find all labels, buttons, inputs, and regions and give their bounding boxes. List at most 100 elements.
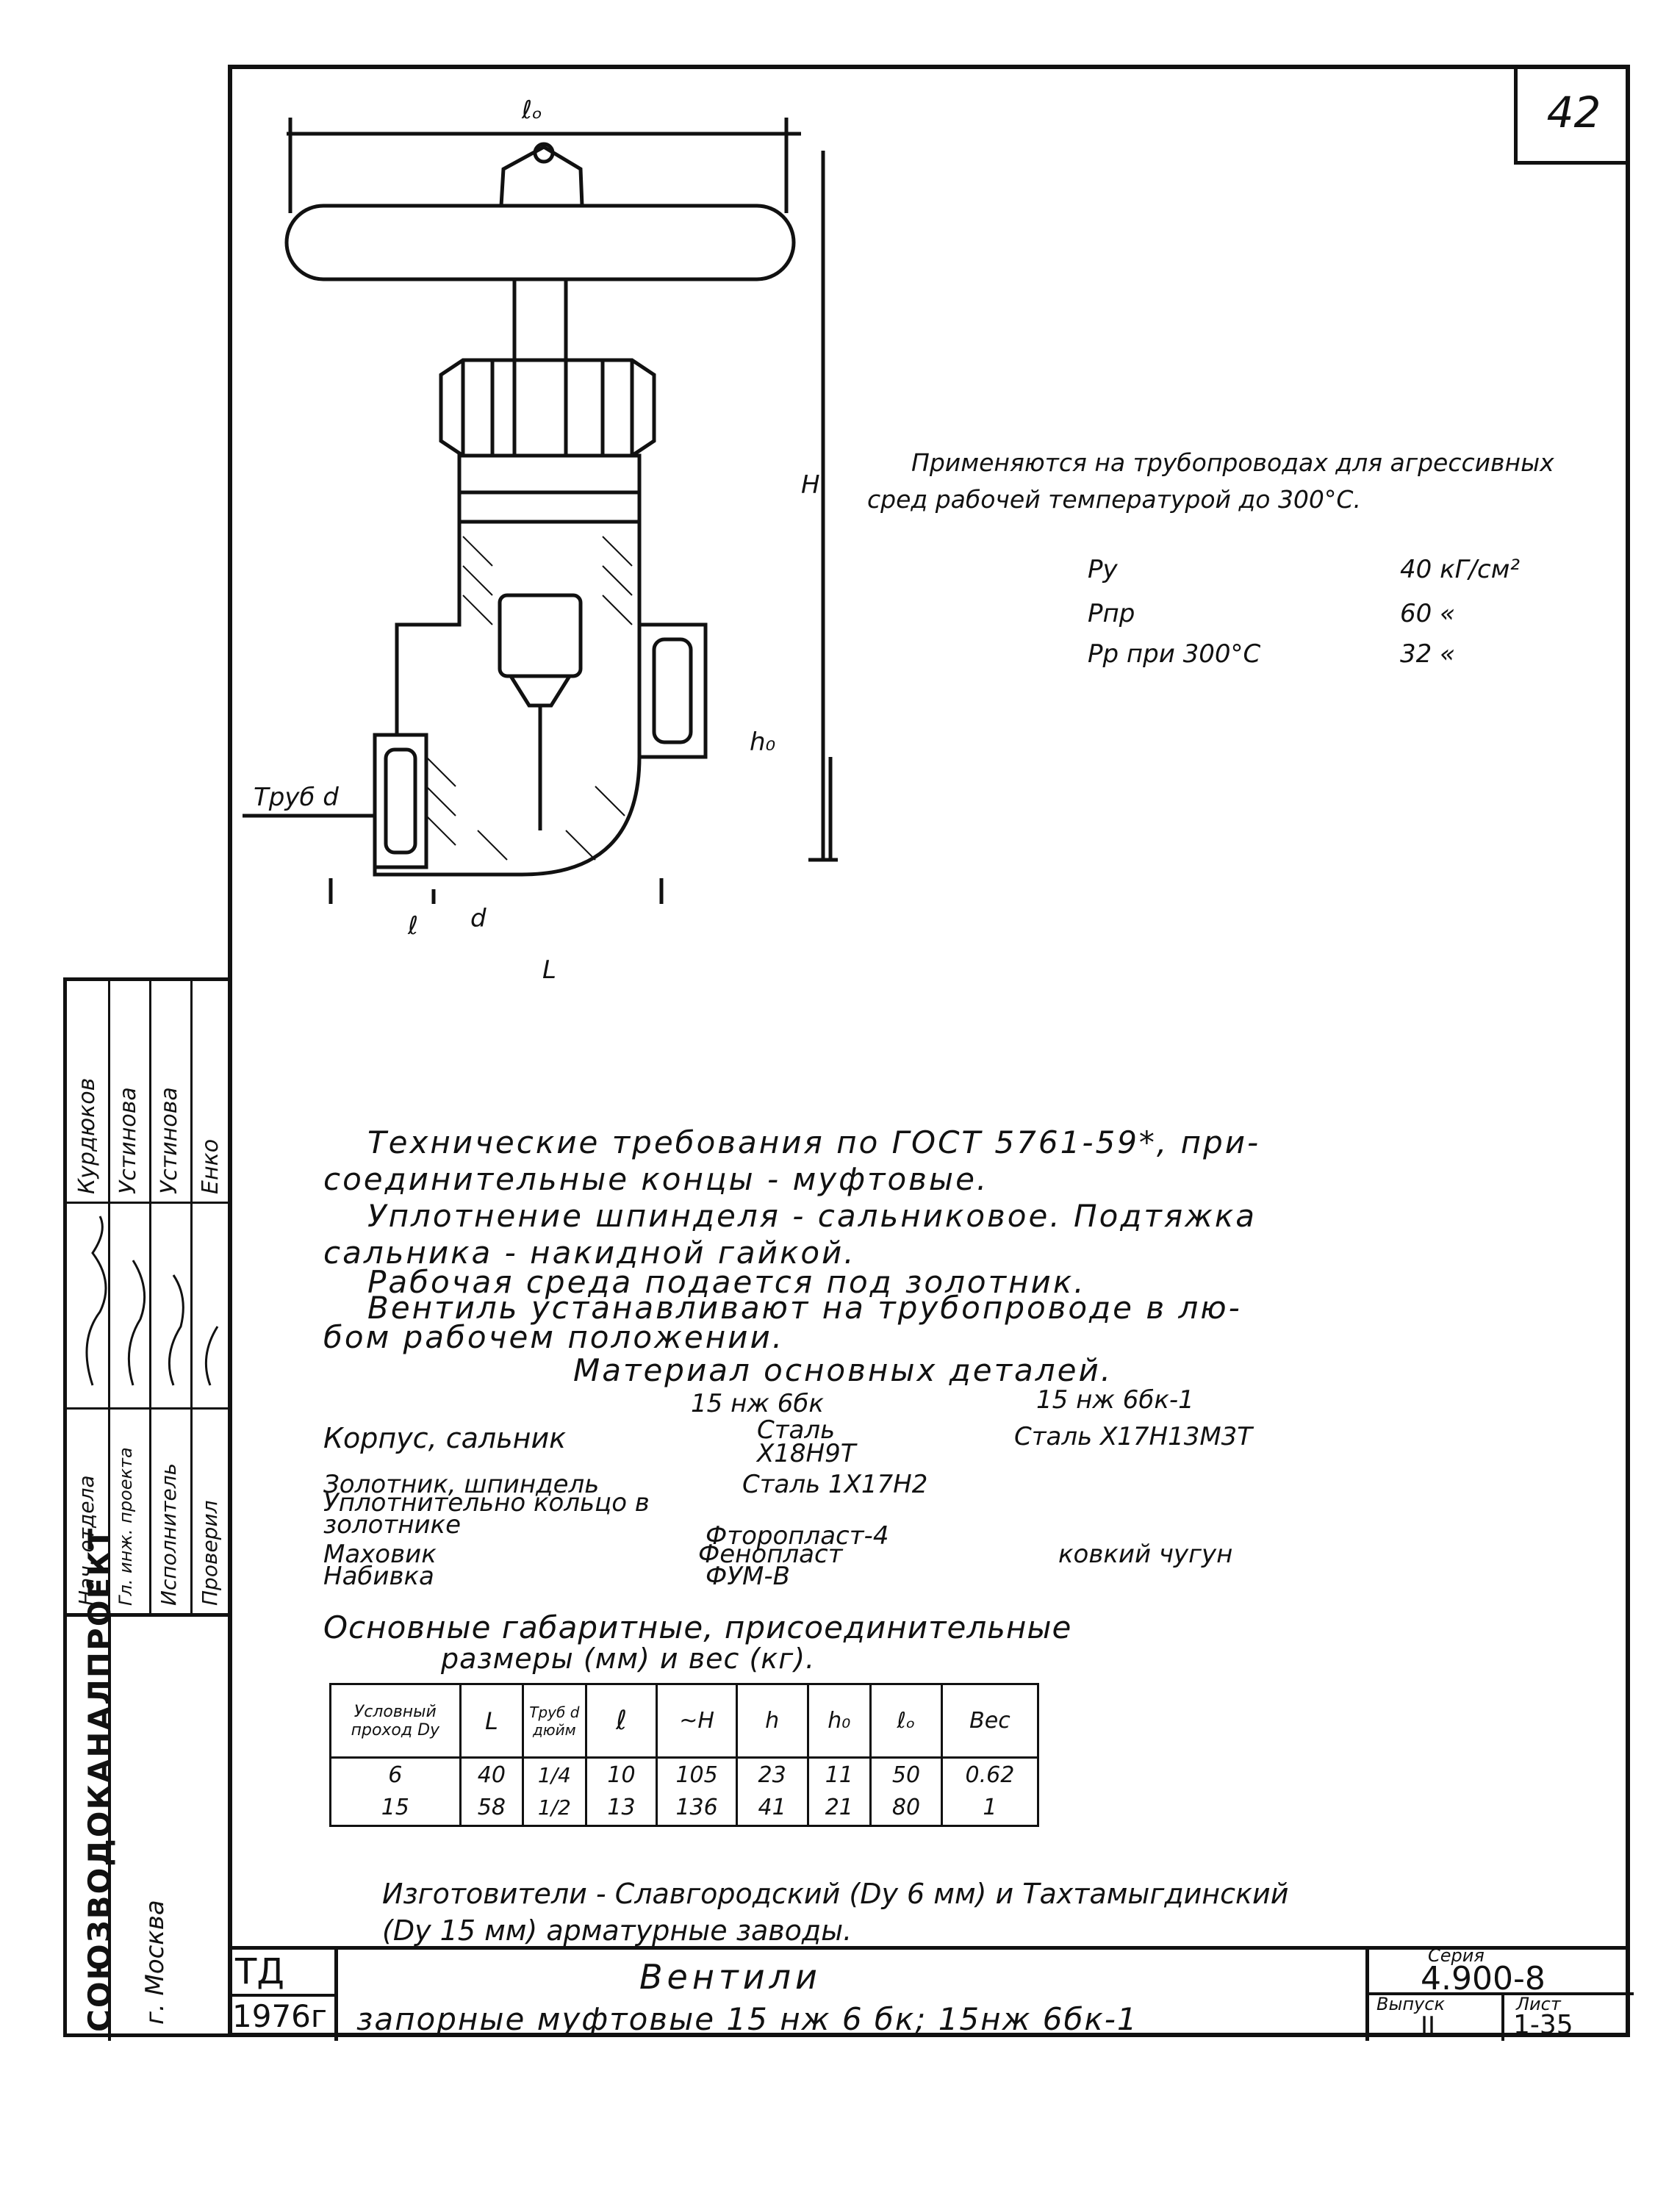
th-pipe: Труб d дюйм [522, 1683, 587, 1759]
tb-year: 1976г [232, 1998, 327, 2034]
row1-h0: 11 [825, 1762, 853, 1788]
dim-h0-label: h₀ [750, 728, 776, 757]
material-part-5: Набивка [323, 1562, 434, 1591]
dim-width-label: ℓₒ [522, 96, 543, 125]
th-l: ℓ [584, 1683, 658, 1759]
sidebar-name-3: Устинова [157, 1087, 182, 1194]
param-name-1: Py [1088, 555, 1118, 584]
table-header-row: Условный проход Dy L Труб d дюйм ℓ ~H h … [329, 1683, 1040, 1759]
signatures-icon [85, 1216, 219, 1386]
sidebar-role-4: Проверил [198, 1500, 222, 1606]
param-name-2: Pпр [1088, 599, 1135, 628]
th-H: ~H [656, 1683, 738, 1759]
row2-l: 13 [607, 1795, 636, 1820]
row1-l0: 50 [891, 1762, 921, 1788]
material-v1-1: Сталь X18H9T [757, 1415, 856, 1468]
pipe-label: Труб d [254, 783, 339, 812]
usage-line-1: Применяются на трубопроводах для агресси… [911, 448, 1554, 477]
row1-h: 23 [758, 1762, 786, 1788]
row2-h0: 21 [825, 1795, 853, 1820]
material-part-4: Маховик [323, 1540, 437, 1569]
tb-subtitle: запорные муфтовые 15 нж 6 бк; 15нж 6бк-1 [356, 2001, 1138, 2037]
material-v1-5: ФУМ-В [706, 1562, 790, 1591]
manufacturers-line-1: Изготовители - Славгородский (Dу 6 мм) и… [382, 1878, 1289, 1910]
req-line-3: Уплотнение шпинделя - сальниковое. Подтя… [367, 1198, 1257, 1234]
row2-pipe: 1/2 [537, 1795, 571, 1820]
material-part-3: Уплотнительно кольцо в золотнике [323, 1488, 650, 1540]
dim-L-label: L [542, 955, 556, 985]
tb-series: 4.900-8 [1421, 1960, 1546, 1997]
req-line-6: Вентиль устанавливают на трубопроводе в … [367, 1290, 1242, 1326]
dim-l-label: ℓ [408, 911, 419, 941]
row2-l0: 80 [891, 1795, 921, 1820]
th-l0: ℓₒ [869, 1683, 943, 1759]
dimensions-table: Условный проход Dy L Труб d дюйм ℓ ~H h … [329, 1683, 1040, 1827]
sidebar-name-4: Енко [198, 1138, 223, 1194]
row1-L: 40 [477, 1762, 506, 1788]
req-line-5: Рабочая среда подается под золотник. [367, 1264, 1086, 1300]
row1-H: 105 [675, 1762, 718, 1788]
dimensions-title-1: Основные габаритные, присоединительные [323, 1609, 1072, 1645]
tb-code: ТД [235, 1951, 284, 1992]
sheet-number: 42 [1514, 65, 1630, 165]
th-L: L [459, 1683, 525, 1759]
material-v1-3: Фторопласт-4 [706, 1521, 889, 1551]
drawing-frame [228, 65, 1630, 2037]
tb-sheet-label: Лист [1516, 1994, 1561, 2014]
manufacturers-line-2: (Dу 15 мм) арматурные заводы. [382, 1914, 852, 1947]
row2-weight: 1 [983, 1795, 997, 1820]
req-line-7: бом рабочем положении. [323, 1319, 785, 1355]
dim-d-label: d [470, 904, 487, 933]
req-line-4: сальника - накидной гайкой. [323, 1235, 856, 1271]
tb-title: Вентили [639, 1957, 822, 1997]
material-v1-4: Фенопласт [698, 1540, 843, 1569]
tb-series-label: Серия [1428, 1945, 1485, 1966]
org-name: СОЮЗВОДОКАНАЛПРОЕКТ [82, 1526, 118, 2032]
sidebar-grid: Курдюков Устинова Устинова Енко Нач. отд… [67, 981, 231, 2041]
sidebar-role-2: Гл. инж. проекта [115, 1447, 136, 1606]
material-v1-2: Сталь 1X17H2 [742, 1470, 928, 1499]
th-h0: h₀ [806, 1683, 872, 1759]
row2-dy: 15 [381, 1795, 409, 1820]
valve-drawing [243, 118, 838, 904]
req-line-2: соединительные концы - муфтовые. [323, 1161, 989, 1197]
th-h: h [735, 1683, 809, 1759]
row2-h: 41 [758, 1795, 786, 1820]
materials-col1-header: 15 нж 6бк [691, 1389, 824, 1418]
material-part-2: Золотник, шпиндель [323, 1470, 600, 1499]
th-dy: Условный проход Dy [329, 1683, 462, 1759]
param-name-3: Pр при 300°С [1088, 639, 1261, 669]
sidebar-role-3: Исполнитель [157, 1462, 181, 1606]
dim-height-label: H [801, 470, 820, 500]
material-v2-4: ковкий чугун [1058, 1540, 1233, 1569]
tb-issue-label: Выпуск [1376, 1994, 1445, 2014]
sidebar-signatures: Курдюков Устинова Устинова Енко Нач. отд… [67, 981, 231, 1617]
row1-pipe: 1/4 [537, 1763, 571, 1787]
material-part-1: Корпус, сальник [323, 1422, 567, 1454]
row1-l: 10 [607, 1762, 636, 1788]
title-block: ТД 1976г Вентили запорные муфтовые 15 нж… [228, 1945, 1634, 2041]
tb-issue: II [1421, 2011, 1436, 2041]
usage-line-2: сред рабочей температурой до 300°С. [867, 485, 1361, 514]
materials-title: Материал основных деталей. [573, 1352, 1113, 1388]
param-value-3: 32 « [1400, 639, 1456, 669]
th-weight: Вес [940, 1683, 1040, 1759]
param-value-1: 40 кГ/см² [1400, 555, 1520, 584]
approval-sidebar: Курдюков Устинова Устинова Енко Нач. отд… [63, 977, 231, 2041]
row1-weight: 0.62 [965, 1762, 1015, 1788]
row2-H: 136 [675, 1795, 718, 1820]
tb-sheet: 1-35 [1513, 2010, 1573, 2040]
param-value-2: 60 « [1400, 599, 1456, 628]
materials-col2-header: 15 нж 6бк-1 [1036, 1385, 1194, 1415]
row1-dy: 6 [388, 1762, 403, 1788]
sidebar-name-2: Устинова [115, 1087, 141, 1194]
